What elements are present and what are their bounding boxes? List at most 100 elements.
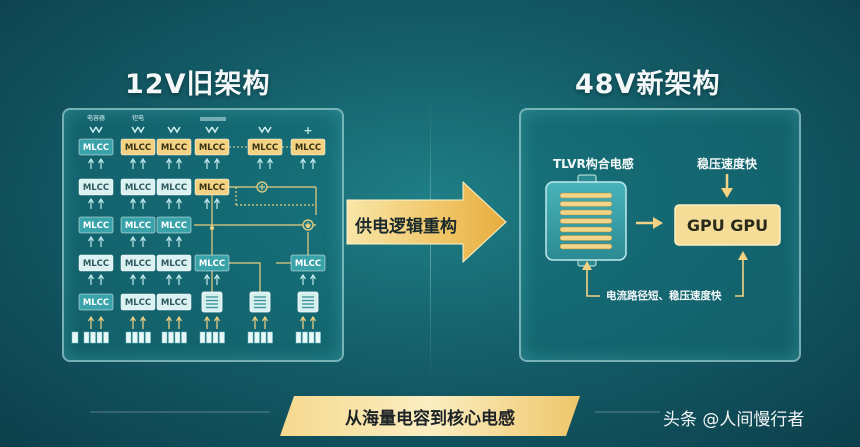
arrow-up-icon	[165, 157, 173, 169]
mlcc-cell	[290, 138, 326, 156]
arrow-up-icon	[251, 315, 259, 329]
arrow-up-icon	[203, 197, 211, 209]
gpu-label: GPU GPU	[686, 215, 769, 235]
mlcc-cell	[194, 178, 230, 196]
pin-block	[168, 331, 174, 344]
mlcc-cell	[156, 178, 192, 196]
arrow-up-icon	[165, 273, 173, 285]
arrow-up-icon	[139, 273, 147, 285]
pin-block	[96, 331, 103, 344]
header-label: 电容器	[87, 114, 105, 122]
pin-block	[161, 331, 168, 344]
arrow-up-icon	[175, 235, 183, 247]
junction-dot	[306, 224, 310, 228]
mlcc-cell	[78, 216, 114, 234]
mlcc-cell-label: MLCC	[125, 183, 151, 193]
mlcc-cell-label: MLCC	[125, 259, 151, 269]
mlcc-cell-label: MLCC	[83, 143, 109, 153]
coil-winding	[559, 192, 613, 199]
mlcc-cell-label: MLCC	[199, 183, 225, 193]
arrow-up-icon	[87, 197, 95, 209]
arrow-up-icon	[256, 157, 264, 169]
mlcc-cell-label: MLCC	[252, 143, 278, 153]
arrow-up-icon	[309, 273, 317, 285]
mlcc-cell	[194, 138, 230, 156]
arrow-up-icon	[129, 315, 137, 329]
arrow-up-icon	[213, 197, 221, 209]
arrow-up-icon	[738, 251, 748, 260]
pin-block	[295, 331, 302, 344]
pin-block	[199, 331, 206, 344]
new-architecture-title: 48V新架构	[575, 69, 721, 100]
coil-winding	[559, 226, 613, 233]
mlcc-cell-label: MLCC	[295, 259, 321, 269]
mlcc-cell	[78, 254, 114, 272]
arrow-up-icon	[129, 197, 137, 209]
arrow-up-icon	[213, 157, 221, 169]
mlcc-cell	[194, 254, 230, 272]
inductor-icon	[297, 291, 319, 313]
arrow-up-icon	[213, 315, 221, 329]
junction-plus-icon	[259, 184, 265, 190]
mlcc-cell-label: MLCC	[161, 298, 187, 308]
arrow-up-icon	[97, 315, 105, 329]
pin-block	[308, 331, 315, 344]
arrow-up-icon	[139, 197, 147, 209]
arrow-up-icon	[87, 157, 95, 169]
mlcc-cell-label: MLCC	[125, 143, 151, 153]
coil-winding	[559, 209, 613, 216]
arrow-up-icon	[266, 157, 274, 169]
mlcc-cell-label: MLCC	[161, 183, 187, 193]
arrows-down-icon	[167, 126, 181, 134]
fast-regulation-label: 稳压速度快	[697, 157, 758, 171]
mlcc-cell	[156, 138, 192, 156]
pin-block	[212, 331, 219, 344]
arrow-up-icon	[175, 273, 183, 285]
arrow-up-icon	[129, 157, 137, 169]
arrow-up-icon	[165, 315, 173, 329]
arrow-up-icon	[139, 235, 147, 247]
arrow-up-icon	[165, 235, 173, 247]
mlcc-cell-label: MLCC	[125, 221, 151, 231]
arrows-down-icon	[89, 126, 103, 134]
mlcc-cell	[247, 138, 283, 156]
arrow-up-icon	[261, 315, 269, 329]
mlcc-cell	[120, 138, 156, 156]
plus-icon: +	[303, 124, 312, 137]
pin-block	[71, 331, 79, 344]
pin-block	[302, 331, 308, 344]
pin-block	[145, 331, 151, 344]
pin-block	[90, 331, 96, 344]
coil-label: TLVR构合电感	[553, 157, 634, 171]
arrow-up-icon	[203, 315, 211, 329]
mlcc-cell-label: MLCC	[161, 221, 187, 231]
mlcc-cell	[156, 293, 192, 311]
arrow-up-icon	[299, 157, 307, 169]
pin-block	[83, 331, 90, 344]
gpu-box	[674, 204, 781, 246]
arrow-up-icon	[87, 315, 95, 329]
arrow-up-icon	[309, 315, 317, 329]
arrow-up-icon	[97, 157, 105, 169]
mlcc-cell-label: MLCC	[83, 259, 109, 269]
header-label-scribble	[200, 117, 226, 121]
pin-block	[219, 331, 225, 344]
arrow-up-icon	[97, 235, 105, 247]
mlcc-cell-label: MLCC	[295, 143, 321, 153]
arrow-up-icon	[175, 315, 183, 329]
inductor-icon	[201, 291, 223, 313]
mlcc-cell	[78, 293, 114, 311]
pin-block	[138, 331, 145, 344]
pin-block	[247, 331, 254, 344]
arrow-up-icon	[129, 235, 137, 247]
mlcc-cell-label: MLCC	[83, 183, 109, 193]
banner-shape	[280, 396, 580, 436]
arrow-up-icon	[299, 315, 307, 329]
arrow-up-icon	[213, 273, 221, 285]
junction-dot	[210, 226, 214, 230]
pin-block	[267, 331, 273, 344]
mlcc-cell	[120, 254, 156, 272]
mlcc-cell	[156, 254, 192, 272]
mlcc-cell	[120, 178, 156, 196]
